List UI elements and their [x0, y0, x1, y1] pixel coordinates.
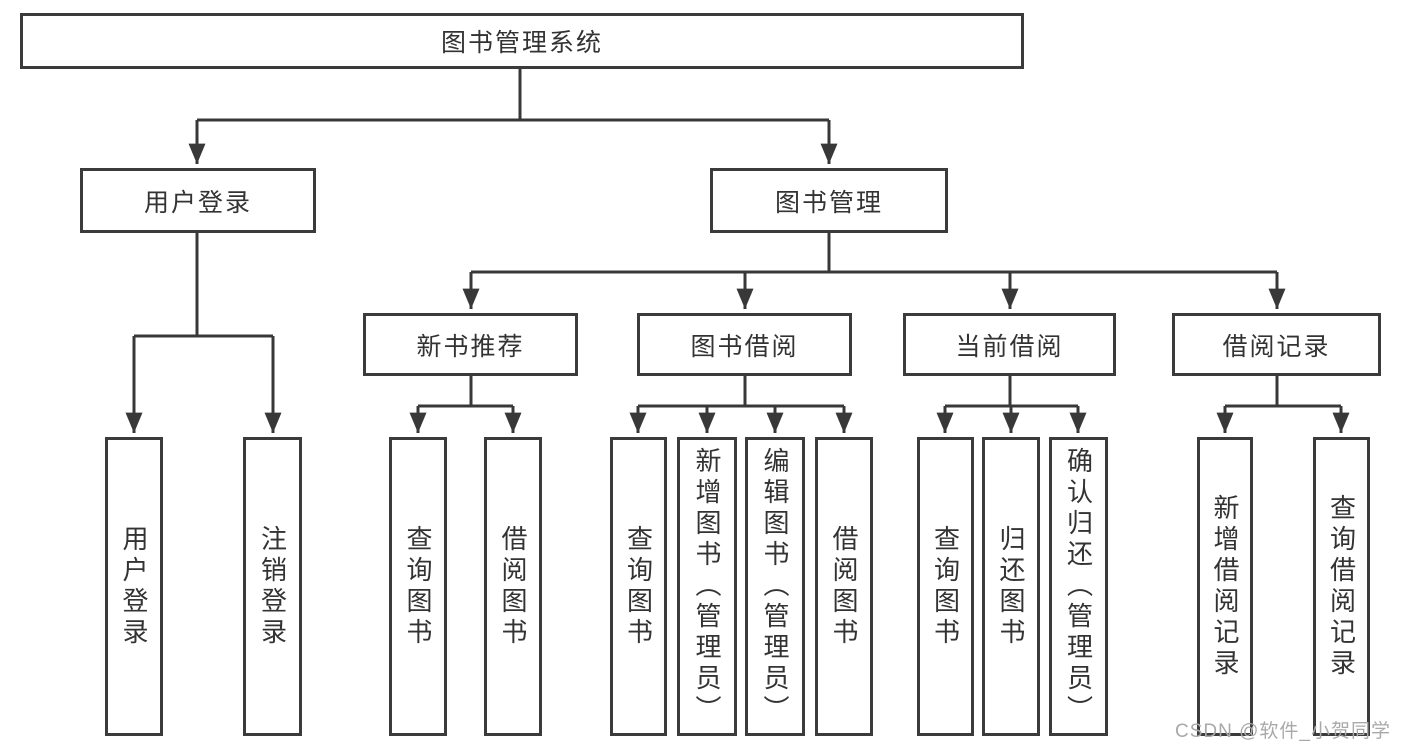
- leaf-borrow-books-1: 借阅图书: [484, 437, 542, 736]
- leaf-add-borrow-record: 新增借阅记录: [1197, 437, 1253, 736]
- leaf-edit-books-admin: 编辑图书（管理员）: [745, 437, 805, 736]
- leaf-query-books-3: 查询图书: [917, 437, 974, 736]
- csdn-watermark: CSDN @软件_小贺同学: [1175, 721, 1391, 742]
- leaf-logout: 注销登录: [243, 437, 302, 736]
- node-current-borrowing: 当前借阅: [903, 313, 1116, 376]
- leaf-query-borrow-record: 查询借阅记录: [1313, 437, 1370, 736]
- leaf-query-books-2: 查询图书: [610, 437, 667, 736]
- node-new-book-recommend: 新书推荐: [363, 313, 578, 376]
- node-user-login: 用户登录: [80, 168, 316, 233]
- node-book-borrowing: 图书借阅: [637, 313, 852, 376]
- leaf-borrow-books-2: 借阅图书: [815, 437, 873, 736]
- leaf-add-books-admin: 新增图书（管理员）: [677, 437, 737, 736]
- leaf-query-books-1: 查询图书: [389, 437, 447, 736]
- leaf-return-books: 归还图书: [982, 437, 1040, 736]
- leaf-confirm-return-admin: 确认归还（管理员）: [1049, 437, 1108, 736]
- node-book-management: 图书管理: [710, 168, 948, 233]
- leaf-user-login: 用户登录: [105, 437, 163, 736]
- node-borrowing-records: 借阅记录: [1172, 313, 1381, 376]
- node-root: 图书管理系统: [20, 13, 1024, 69]
